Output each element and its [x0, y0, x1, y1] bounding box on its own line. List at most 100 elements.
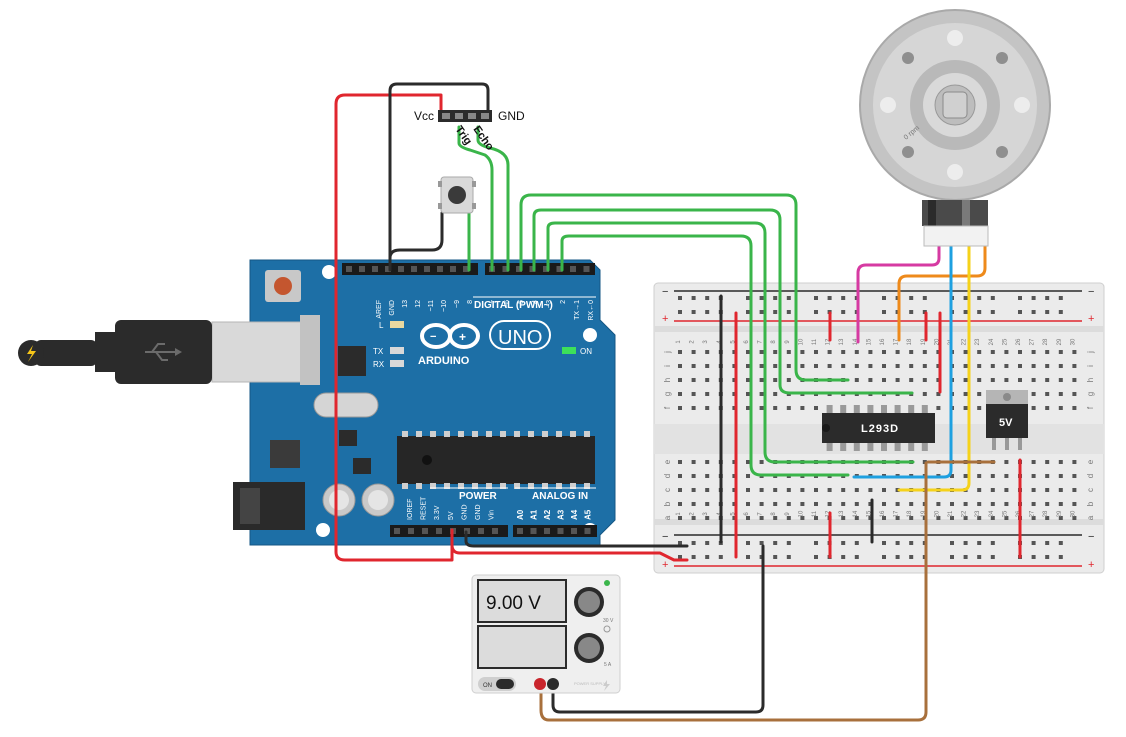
- terminal-hole[interactable]: [691, 350, 696, 354]
- rail-hole[interactable]: [990, 310, 995, 314]
- terminal-hole[interactable]: [1045, 488, 1050, 492]
- terminal-hole[interactable]: [759, 516, 764, 520]
- terminal-hole[interactable]: [732, 502, 737, 506]
- rail-hole[interactable]: [705, 541, 710, 545]
- terminal-hole[interactable]: [773, 502, 778, 506]
- terminal-hole[interactable]: [814, 488, 818, 492]
- terminal-hole[interactable]: [882, 350, 886, 354]
- terminal-hole[interactable]: [678, 516, 682, 520]
- rail-hole[interactable]: [1045, 310, 1050, 314]
- terminal-hole[interactable]: [854, 378, 859, 382]
- terminal-hole[interactable]: [1045, 516, 1050, 520]
- terminal-hole[interactable]: [773, 406, 778, 410]
- terminal-hole[interactable]: [800, 350, 805, 354]
- push-button[interactable]: [438, 176, 476, 214]
- terminal-hole[interactable]: [800, 406, 805, 410]
- rail-hole[interactable]: [963, 541, 968, 545]
- terminal-hole[interactable]: [936, 350, 941, 354]
- terminal-hole[interactable]: [1045, 406, 1050, 410]
- header-pin[interactable]: [346, 266, 352, 272]
- l293d-ic[interactable]: L293D: [822, 405, 935, 451]
- rail-hole[interactable]: [977, 310, 982, 314]
- terminal-hole[interactable]: [841, 350, 846, 354]
- terminal-hole[interactable]: [678, 502, 682, 506]
- terminal-hole[interactable]: [759, 406, 764, 410]
- rail-hole[interactable]: [746, 555, 750, 559]
- rail-hole[interactable]: [950, 555, 954, 559]
- terminal-hole[interactable]: [691, 392, 696, 396]
- terminal-hole[interactable]: [732, 516, 737, 520]
- terminal-hole[interactable]: [773, 488, 778, 492]
- terminal-hole[interactable]: [854, 488, 859, 492]
- terminal-hole[interactable]: [1031, 474, 1036, 478]
- rail-hole[interactable]: [773, 541, 778, 545]
- header-pin[interactable]: [492, 528, 498, 534]
- rail-hole[interactable]: [1031, 296, 1036, 300]
- rail-hole[interactable]: [1018, 296, 1022, 300]
- rail-hole[interactable]: [922, 310, 927, 314]
- terminal-hole[interactable]: [786, 378, 791, 382]
- rail-hole[interactable]: [814, 555, 818, 559]
- terminal-hole[interactable]: [1018, 350, 1022, 354]
- terminal-hole[interactable]: [868, 516, 873, 520]
- rail-hole[interactable]: [718, 555, 723, 559]
- terminal-hole[interactable]: [922, 364, 927, 368]
- header-pin[interactable]: [411, 266, 417, 272]
- terminal-hole[interactable]: [1004, 502, 1009, 506]
- header-pin[interactable]: [372, 266, 378, 272]
- terminal-hole[interactable]: [963, 406, 968, 410]
- header-pin[interactable]: [408, 528, 414, 534]
- terminal-hole[interactable]: [1072, 392, 1077, 396]
- terminal-hole[interactable]: [1072, 378, 1077, 382]
- terminal-hole[interactable]: [977, 502, 982, 506]
- terminal-hole[interactable]: [854, 502, 859, 506]
- terminal-hole[interactable]: [977, 474, 982, 478]
- terminal-hole[interactable]: [773, 350, 778, 354]
- terminal-hole[interactable]: [678, 488, 682, 492]
- terminal-hole[interactable]: [814, 516, 818, 520]
- rail-hole[interactable]: [895, 555, 900, 559]
- header-pin[interactable]: [584, 528, 591, 534]
- terminal-hole[interactable]: [1004, 364, 1009, 368]
- terminal-hole[interactable]: [1004, 488, 1009, 492]
- terminal-hole[interactable]: [882, 488, 886, 492]
- terminal-hole[interactable]: [1072, 406, 1077, 410]
- terminal-hole[interactable]: [1031, 502, 1036, 506]
- terminal-hole[interactable]: [827, 350, 832, 354]
- rail-hole[interactable]: [990, 541, 995, 545]
- terminal-hole[interactable]: [678, 364, 682, 368]
- terminal-hole[interactable]: [1058, 378, 1063, 382]
- terminal-hole[interactable]: [1058, 502, 1063, 506]
- dc-power-supply[interactable]: 9.00 V 30 V 5 A ON POWER SUPPLY: [471, 574, 621, 694]
- terminal-hole[interactable]: [1004, 460, 1009, 464]
- terminal-hole[interactable]: [773, 364, 778, 368]
- terminal-hole[interactable]: [759, 502, 764, 506]
- rail-hole[interactable]: [1045, 555, 1050, 559]
- terminal-hole[interactable]: [854, 516, 859, 520]
- terminal-hole[interactable]: [1004, 516, 1009, 520]
- terminal-hole[interactable]: [1058, 488, 1063, 492]
- header-pin[interactable]: [544, 528, 550, 534]
- rail-hole[interactable]: [841, 310, 846, 314]
- header-pin[interactable]: [422, 528, 428, 534]
- terminal-hole[interactable]: [936, 392, 941, 396]
- terminal-hole[interactable]: [678, 460, 682, 464]
- terminal-hole[interactable]: [1058, 516, 1063, 520]
- rail-hole[interactable]: [1018, 310, 1022, 314]
- terminal-hole[interactable]: [1045, 378, 1050, 382]
- rail-hole[interactable]: [977, 296, 982, 300]
- terminal-hole[interactable]: [705, 516, 710, 520]
- terminal-hole[interactable]: [786, 364, 791, 368]
- header-pin[interactable]: [543, 266, 549, 272]
- terminal-hole[interactable]: [1004, 350, 1009, 354]
- voltage-regulator[interactable]: 5V: [986, 390, 1028, 450]
- terminal-hole[interactable]: [1031, 392, 1036, 396]
- rail-hole[interactable]: [1045, 296, 1050, 300]
- terminal-hole[interactable]: [909, 502, 914, 506]
- terminal-hole[interactable]: [1031, 378, 1036, 382]
- terminal-hole[interactable]: [963, 502, 968, 506]
- terminal-hole[interactable]: [746, 378, 750, 382]
- terminal-hole[interactable]: [773, 516, 778, 520]
- rail-hole[interactable]: [786, 555, 791, 559]
- rail-hole[interactable]: [786, 310, 791, 314]
